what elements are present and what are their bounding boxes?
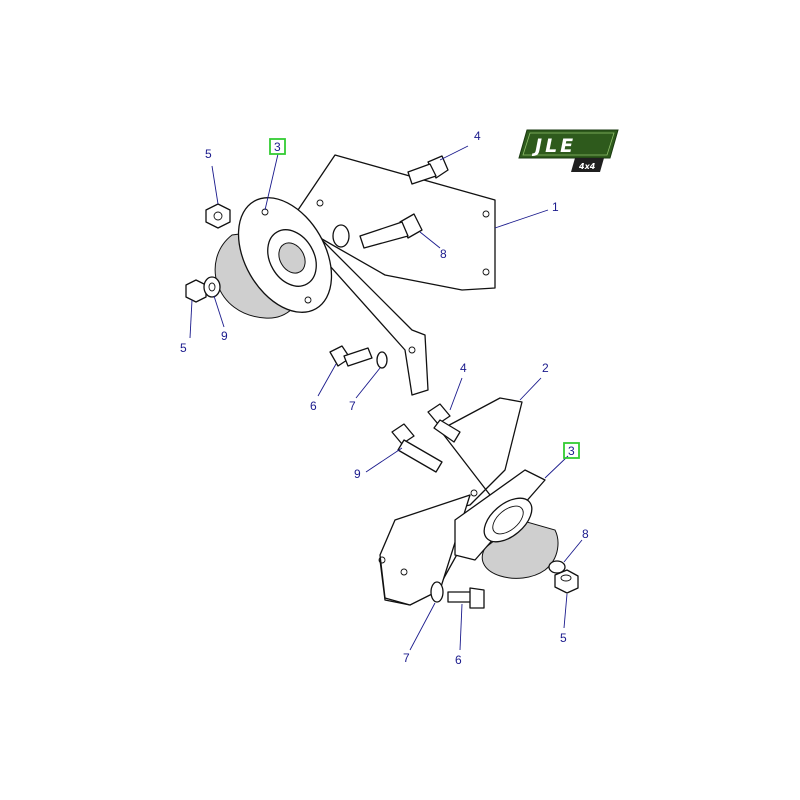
bolt-part-4-upper bbox=[407, 155, 449, 185]
callout-4-upper: 4 bbox=[474, 129, 481, 143]
jle-logo: JLE 4x4 bbox=[518, 129, 619, 172]
bolt-part-6-lower bbox=[447, 587, 485, 609]
nut-part-5-upper-b bbox=[185, 279, 207, 303]
washer-part-9-lower bbox=[548, 560, 566, 574]
washer-part-9-upper bbox=[203, 276, 221, 298]
callout-1: 1 bbox=[552, 200, 559, 214]
callout-5-lower: 5 bbox=[560, 631, 567, 645]
callout-3-upper[interactable]: 3 bbox=[274, 140, 281, 154]
callout-9-upper: 9 bbox=[221, 329, 228, 343]
callout-5-upper-a: 5 bbox=[205, 147, 212, 161]
highlight-box-3-lower bbox=[563, 442, 580, 459]
logo-subtext: 4x4 bbox=[578, 162, 596, 171]
highlight-box-3-upper bbox=[269, 138, 286, 155]
callout-labels: 5 3 4 1 8 5 9 6 7 4 2 3 9 8 5 7 6 bbox=[180, 129, 589, 667]
nut-part-5-upper-a bbox=[205, 203, 231, 229]
leader-lines bbox=[189, 145, 583, 651]
nut-part-5-lower bbox=[554, 569, 579, 594]
callout-6-upper: 6 bbox=[310, 399, 317, 413]
callout-6-lower: 6 bbox=[455, 653, 462, 667]
bolt-part-6-upper bbox=[329, 345, 373, 367]
callout-7-upper: 7 bbox=[349, 399, 356, 413]
upper-assembly bbox=[185, 154, 496, 396]
callout-8-lower: 9 bbox=[354, 467, 361, 481]
washer-part-7-lower bbox=[430, 581, 444, 603]
callout-5-upper-b: 5 bbox=[180, 341, 187, 355]
callout-8-upper: 8 bbox=[440, 247, 447, 261]
callout-7-lower: 7 bbox=[403, 651, 410, 665]
mounting-rubber-part-3-upper bbox=[214, 197, 333, 319]
callout-4-lower: 4 bbox=[460, 361, 467, 375]
mounting-rubber-part-3-lower bbox=[454, 469, 559, 579]
bracket-part-2 bbox=[378, 397, 523, 606]
washer-part-7-upper bbox=[376, 351, 388, 369]
bolt-part-8-lower bbox=[391, 423, 443, 473]
callout-3-lower[interactable]: 3 bbox=[568, 444, 575, 458]
logo-text: JLE bbox=[531, 135, 576, 157]
bolt-part-4-lower bbox=[427, 403, 461, 443]
lower-assembly bbox=[378, 397, 579, 609]
bolt-part-8-upper bbox=[359, 213, 423, 249]
callout-9-lower: 8 bbox=[582, 527, 589, 541]
callout-2: 2 bbox=[542, 361, 549, 375]
